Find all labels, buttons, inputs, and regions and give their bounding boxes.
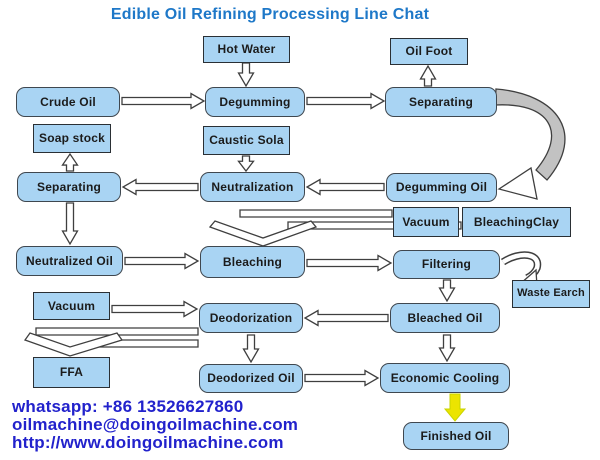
arrow-bleachedoil-to-cooling <box>438 334 456 363</box>
node-degumming-oil: Degumming Oil <box>386 173 497 202</box>
node-separating-1: Separating <box>385 87 497 117</box>
contact-website: http://www.doingoilmachine.com <box>12 433 284 452</box>
arrow-separating-to-neutralizedoil <box>61 202 79 246</box>
arrow-deodorization-to-deodorizedoil <box>242 334 260 364</box>
arrow-neutralizedoil-to-bleaching <box>124 252 200 270</box>
node-crude-oil: Crude Oil <box>16 87 120 117</box>
arrow-degummingoil-to-neutralization <box>305 178 385 196</box>
arrow-deodorizedoil-to-cooling <box>304 369 380 387</box>
diagram-title: Edible Oil Refining Processing Line Chat <box>110 6 430 23</box>
node-bleaching: Bleaching <box>200 246 305 278</box>
arrow-bleaching-to-filtering <box>306 254 393 272</box>
curved-arrow-separating-to-degumming-oil <box>494 88 566 200</box>
node-economic-cooling: Economic Cooling <box>380 363 510 393</box>
node-degumming: Degumming <box>205 87 305 117</box>
node-filtering: Filtering <box>393 250 500 279</box>
arrow-bleachedoil-to-deodorization <box>303 309 389 327</box>
arrow-deodorization-to-ffa <box>23 327 199 357</box>
arrow-vacuum-to-deodorization <box>111 300 199 318</box>
node-bleaching-clay: BleachingClay <box>462 207 571 237</box>
node-neutralized-oil: Neutralized Oil <box>16 246 123 276</box>
arrow-separating-to-soapstock <box>61 152 79 172</box>
arrow-vacuum-to-bleaching <box>239 209 393 218</box>
node-finished-oil: Finished Oil <box>403 422 509 450</box>
arrow-neutralization-to-separating <box>121 178 199 196</box>
node-neutralization: Neutralization <box>200 172 305 202</box>
node-caustic-sola: Caustic Sola <box>203 126 290 155</box>
node-deodorization: Deodorization <box>199 303 303 333</box>
node-waste-earch: Waste Earch <box>512 280 590 308</box>
node-hot-water: Hot Water <box>203 36 290 63</box>
arrow-hotwater-to-degumming <box>237 62 255 88</box>
node-deodorized-oil: Deodorized Oil <box>199 364 303 393</box>
node-bleached-oil: Bleached Oil <box>390 303 500 333</box>
contact-whatsapp: whatsapp: +86 13526627860 <box>12 397 244 416</box>
arrow-crudeoil-to-degumming <box>121 92 206 110</box>
arrow-filtering-to-bleachedoil <box>438 279 456 303</box>
node-oil-foot: Oil Foot <box>390 38 468 65</box>
contact-email: oilmachine@doingoilmachine.com <box>12 415 299 434</box>
arrow-cooling-to-finished-oil <box>443 393 467 422</box>
node-soap-stock: Soap stock <box>33 124 111 153</box>
node-vacuum-bleaching: Vacuum <box>393 207 459 237</box>
arrow-causticsola-to-neutralization <box>237 155 255 173</box>
node-vacuum-deodorization: Vacuum <box>33 292 110 320</box>
arrow-separating-to-oilfoot <box>419 64 437 87</box>
arrow-degumming-to-separating <box>306 92 386 110</box>
node-ffa: FFA <box>33 357 110 388</box>
node-separating-2: Separating <box>17 172 121 202</box>
